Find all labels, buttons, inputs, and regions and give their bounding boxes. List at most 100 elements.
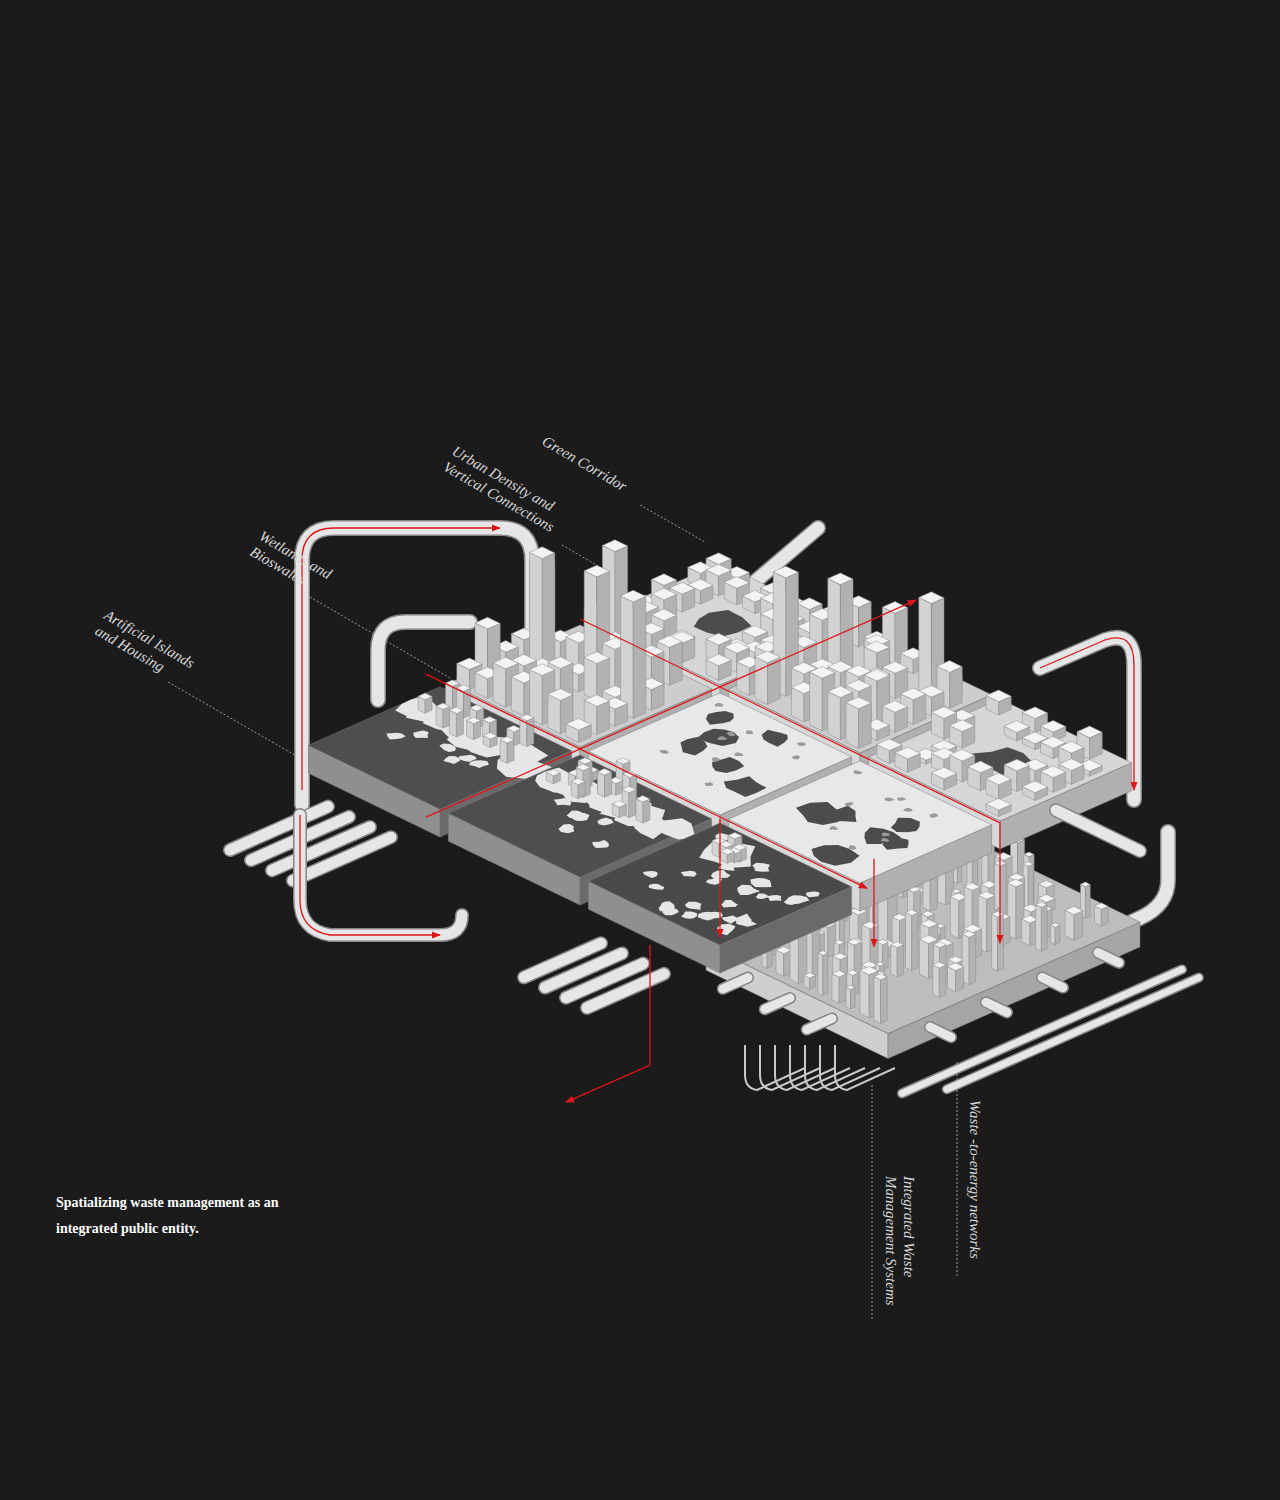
box-face [920,939,929,978]
box-top [874,974,887,980]
box-face [1036,905,1042,952]
leader-lines [168,505,957,1320]
box-face [828,579,841,673]
box-face [919,597,932,699]
box-top [483,733,497,740]
callout-label: Green Corridor [539,432,687,528]
box-top [584,565,609,577]
box-top [651,609,676,621]
island-blob [706,711,734,725]
box-top [728,832,742,839]
pipe [947,978,1199,1090]
island-blob [737,885,760,895]
box-top [470,705,484,712]
pipe [902,969,1182,1093]
pipe [930,1027,951,1037]
callout-label: Integrated Waste Management Systems [882,1176,918,1326]
box-face [912,913,918,971]
box-top [846,985,855,989]
box-top [875,962,884,966]
island-blob [812,845,860,866]
island-blob [439,743,456,752]
box-top [986,798,1011,810]
box-top [882,602,907,614]
box-top [773,566,798,578]
island-blob [762,730,788,747]
box-face [1055,925,1060,944]
pipe [300,815,462,935]
box-top [1077,726,1102,738]
island-blob [930,813,939,818]
island-blob [649,818,696,839]
box-top [507,725,521,732]
pipe-outline [723,978,748,989]
box-face [828,692,841,740]
box-top [622,786,636,793]
box-face [530,552,543,674]
box-face [891,945,897,978]
box-top [578,758,592,765]
pipe [293,837,391,880]
island-blob [554,798,572,806]
box-top [882,662,907,674]
box-top [847,939,861,945]
box-top [864,669,889,681]
flow-arrow [873,859,874,947]
box-top [612,801,626,808]
box-top [832,971,846,978]
island-blob [711,870,731,879]
box-top [602,540,627,552]
box-top [901,688,926,700]
leader-line [872,1085,873,1320]
box-top [862,921,878,929]
pipe-outline [1056,810,1140,851]
island-blob [849,845,857,850]
box-top [1036,902,1047,907]
box-face [969,934,976,984]
box-top [1059,759,1084,771]
box-top [1004,721,1029,733]
box-top [950,720,975,732]
island-blob [649,884,665,890]
box-top [467,717,481,724]
box-top [657,636,682,648]
box-face [956,967,964,992]
box-top [1041,720,1066,732]
box-top [952,889,961,893]
pipe [587,974,664,1008]
island-blob [598,818,614,826]
box-top [964,883,980,890]
box-top [919,592,944,604]
box-top [1081,882,1091,887]
box-face [548,694,561,734]
box-face [542,553,555,674]
box-top [1038,894,1055,902]
pipe-outline [930,1027,951,1037]
box-top [797,598,822,610]
flow-arrow [1040,638,1134,790]
box-face [906,912,912,970]
pipe [1056,810,1140,851]
box-face [823,953,828,995]
island-blob [792,755,800,759]
box-top [1008,879,1024,887]
box-top [950,749,975,761]
box-top [846,697,871,709]
box-face [456,711,463,737]
island-blob [681,871,697,877]
box-top [546,769,560,776]
island-blob [721,900,738,907]
box-top [548,689,573,701]
box-top [895,747,920,759]
box-face [1065,910,1074,940]
box-top [1023,862,1033,867]
box-top [1050,923,1060,927]
box-face [1022,919,1030,946]
box-face [840,579,853,672]
island-blob [443,756,460,764]
leader-line [168,682,300,758]
box-top [934,942,947,948]
island-blob [699,841,755,868]
box-face [818,953,823,996]
